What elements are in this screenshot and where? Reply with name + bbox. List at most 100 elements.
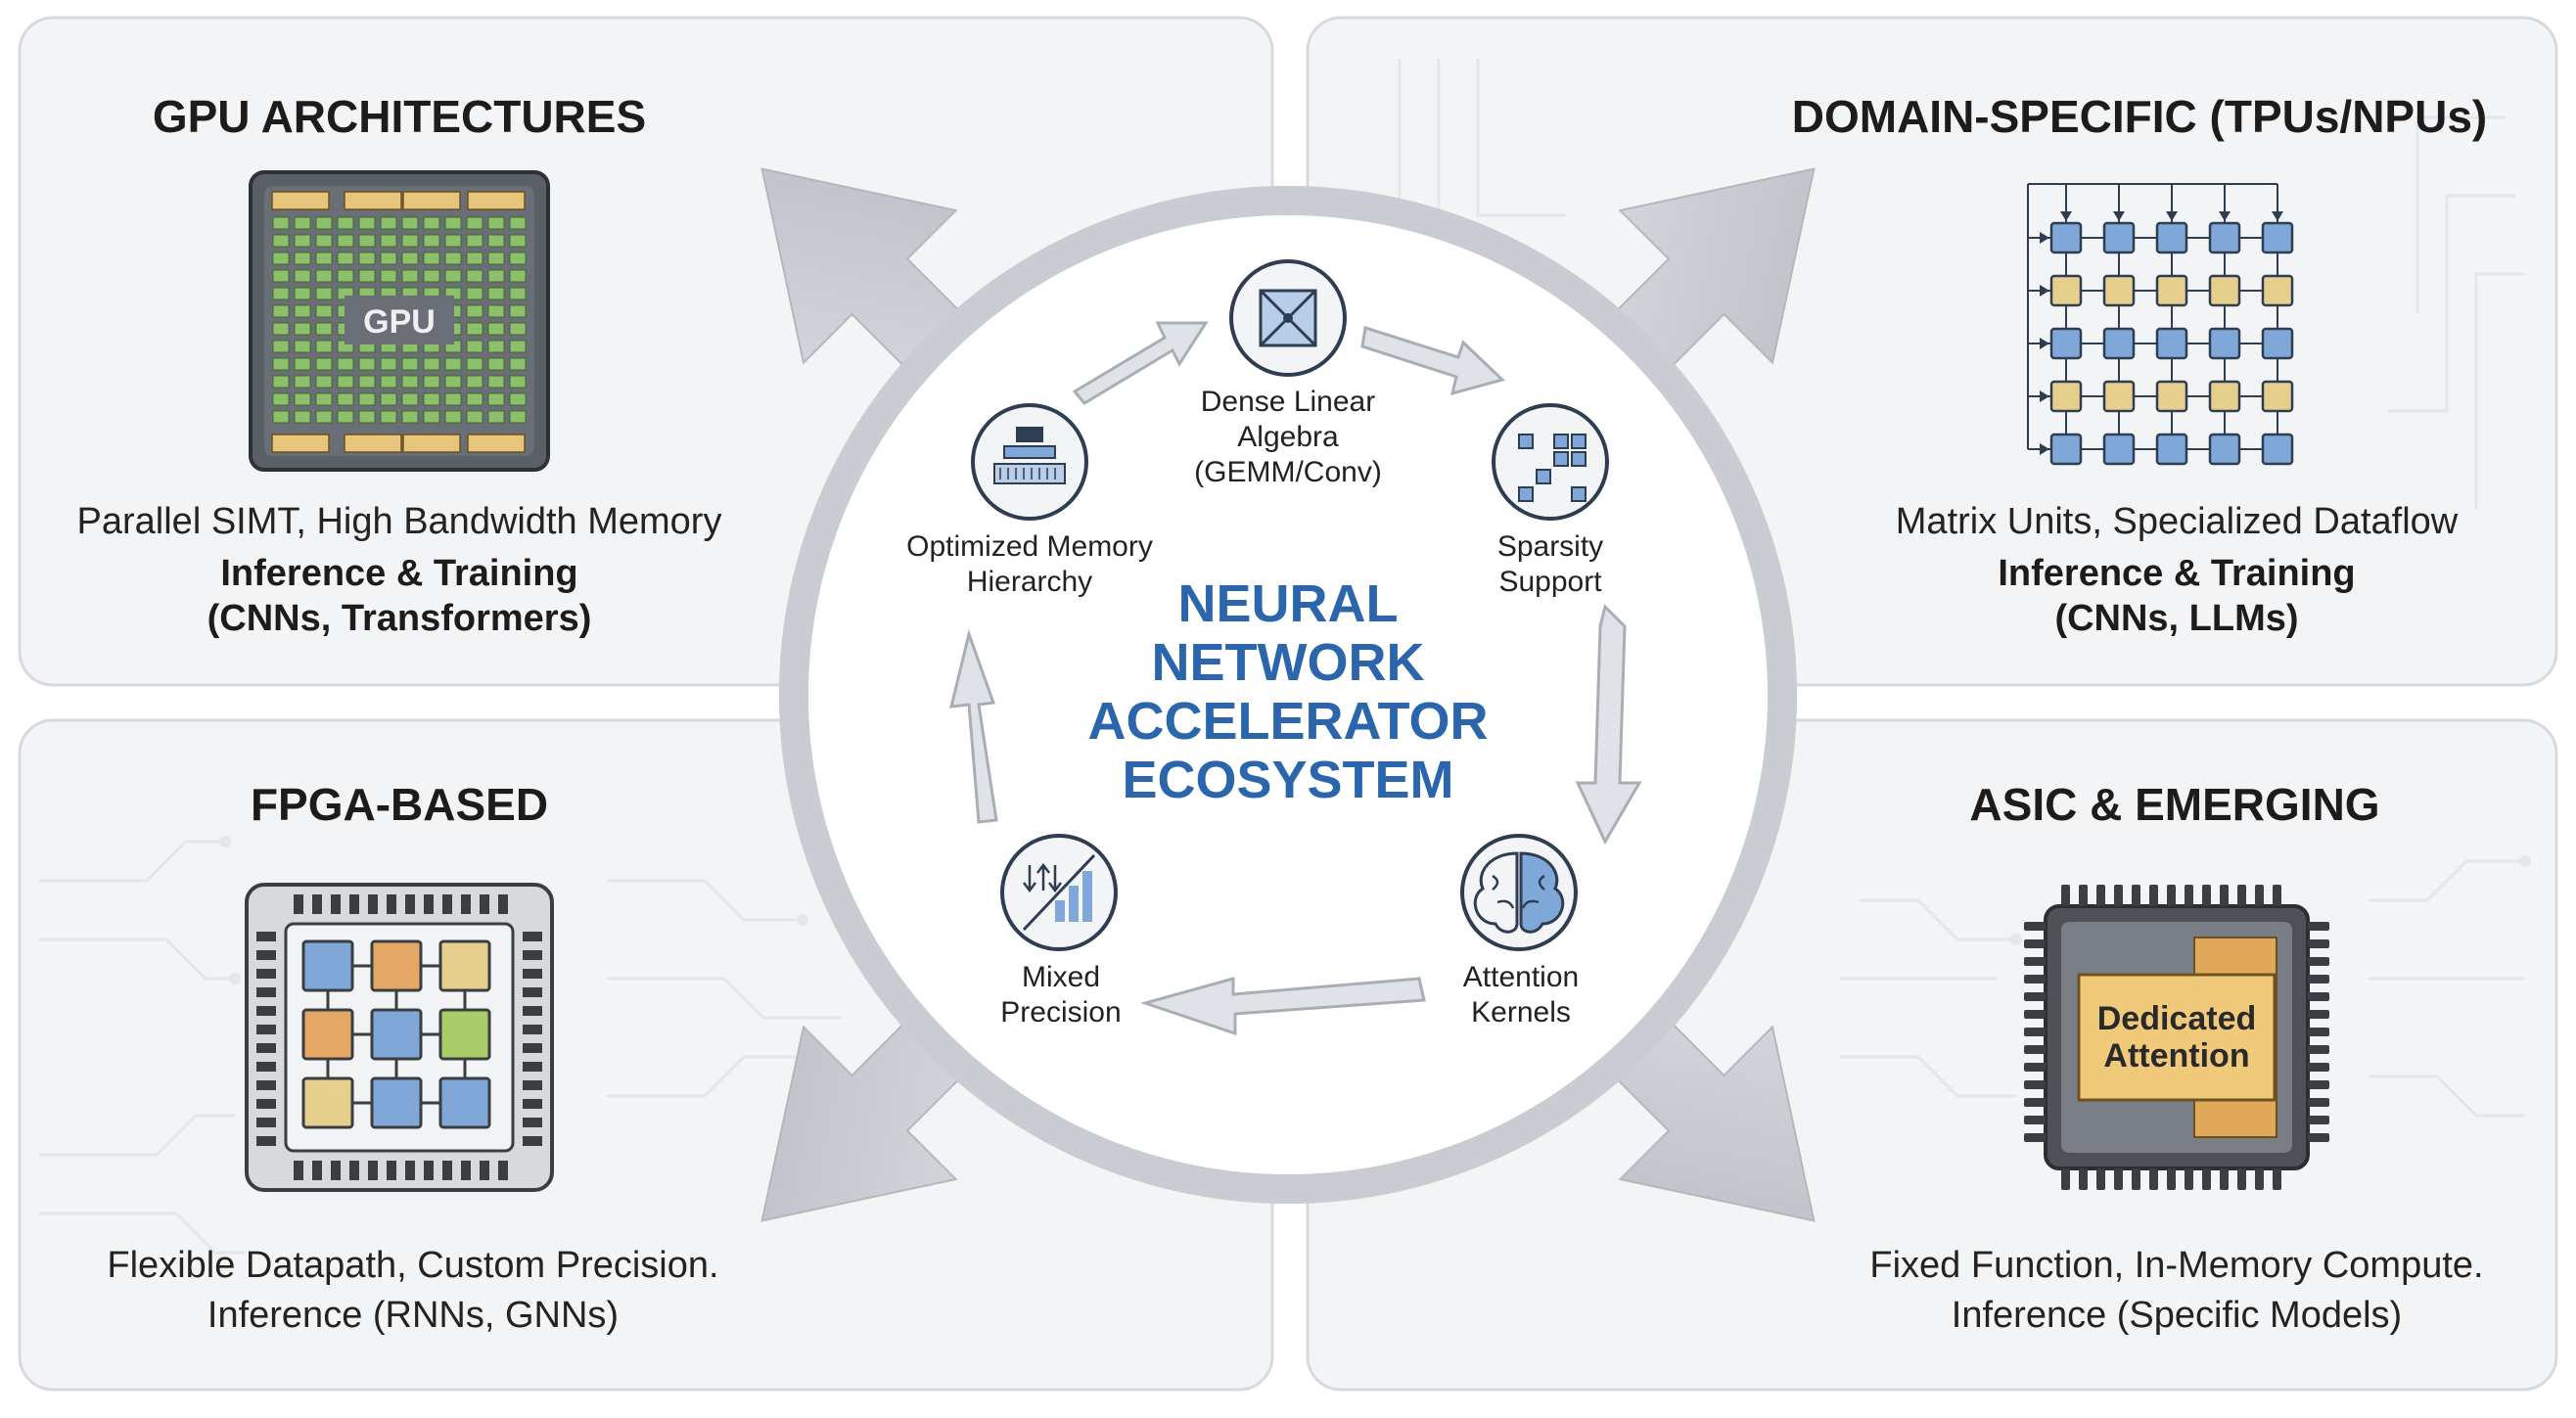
gpu-core	[444, 234, 462, 248]
gpu-core	[487, 357, 505, 371]
gpu-core	[272, 322, 290, 336]
memory-stack-icon	[971, 403, 1088, 521]
gpu-core	[358, 234, 376, 248]
gpu-core	[509, 322, 527, 336]
gpu-core	[272, 392, 290, 406]
processing-element	[2049, 274, 2083, 307]
fpga-logic-block	[438, 1008, 491, 1061]
gpu-core	[466, 269, 483, 283]
processing-element	[2261, 327, 2294, 360]
gpu-core	[487, 234, 505, 248]
cycle-arrow-mixed-to-memory	[949, 628, 998, 824]
gpu-core	[444, 216, 462, 230]
attention-kernels-label-1: Attention	[1463, 961, 1579, 993]
mixed-precision-label-1: Mixed	[1022, 961, 1100, 993]
sparsity-support-label-2: Support	[1498, 566, 1602, 598]
processing-element	[2208, 327, 2241, 360]
gpu-core	[315, 287, 333, 300]
processing-element	[2155, 433, 2188, 466]
gpu-core	[423, 410, 440, 424]
gpu-core	[294, 216, 311, 230]
gpu-core	[358, 357, 376, 371]
cycle-arrows	[949, 321, 1642, 1036]
processing-element	[2049, 221, 2083, 254]
gpu-core	[466, 216, 483, 230]
gpu-core	[487, 410, 505, 424]
gpu-core	[272, 252, 290, 265]
mixed-precision-label-2: Precision	[1000, 996, 1121, 1029]
gpu-core	[337, 392, 354, 406]
gpu-core	[466, 410, 483, 424]
gpu-core	[315, 375, 333, 389]
gpu-core	[294, 287, 311, 300]
gpu-core	[487, 375, 505, 389]
gpu-core	[337, 410, 354, 424]
gpu-core	[380, 269, 397, 283]
fpga-chip-icon	[245, 883, 554, 1192]
fpga-logic-block	[438, 1076, 491, 1129]
sparsity-support-node	[1492, 403, 1609, 521]
fpga-logic-block	[301, 939, 354, 992]
gpu-core	[509, 304, 527, 318]
gpu-core	[272, 357, 290, 371]
gpu-core	[337, 375, 354, 389]
processing-element	[2102, 327, 2136, 360]
asic-chip-label-line-2: Attention	[2103, 1037, 2249, 1075]
gpu-core	[315, 252, 333, 265]
gpu-core	[487, 304, 505, 318]
gpu-core	[487, 392, 505, 406]
gpu-core	[444, 357, 462, 371]
sparsity-support-label-1: Sparsity	[1497, 530, 1603, 563]
optimized-memory-hierarchy-node	[971, 403, 1088, 521]
optimized-memory-hierarchy-label-1: Optimized Memory	[906, 530, 1153, 563]
gpu-core	[358, 410, 376, 424]
gpu-core	[294, 375, 311, 389]
gpu-core	[380, 216, 397, 230]
gpu-core	[444, 392, 462, 406]
center-title-line-1: NEURAL	[1178, 574, 1399, 633]
processing-element	[2155, 327, 2188, 360]
gpu-core	[423, 216, 440, 230]
center-title-line-4: ECOSYSTEM	[1122, 751, 1453, 809]
gpu-core	[444, 269, 462, 283]
gpu-memory-stack	[467, 191, 526, 210]
gpu-core	[294, 322, 311, 336]
gpu-memory-stack	[344, 434, 402, 453]
gpu-core	[315, 322, 333, 336]
gpu-core	[401, 410, 419, 424]
gpu-core	[358, 375, 376, 389]
gpu-core	[315, 304, 333, 318]
processing-element	[2208, 274, 2241, 307]
processing-element	[2155, 274, 2188, 307]
gpu-core	[380, 410, 397, 424]
processing-element	[2049, 380, 2083, 413]
processing-element	[2102, 380, 2136, 413]
cycle-arrow-sparsity-to-attention	[1575, 604, 1642, 846]
gpu-core	[466, 357, 483, 371]
gpu-core	[315, 269, 333, 283]
gpu-core	[315, 410, 333, 424]
dense-linear-algebra-label-1: Dense Linear	[1201, 386, 1375, 418]
gpu-core	[294, 252, 311, 265]
gpu-core	[509, 216, 527, 230]
processing-element	[2102, 221, 2136, 254]
gpu-core	[487, 340, 505, 353]
dense-linear-algebra-node	[1229, 259, 1347, 377]
gpu-core	[272, 234, 290, 248]
gpu-core	[487, 322, 505, 336]
gpu-chip-icon	[249, 170, 550, 472]
processing-element	[2102, 433, 2136, 466]
gpu-core	[466, 252, 483, 265]
gpu-core	[509, 252, 527, 265]
gpu-core	[272, 287, 290, 300]
fpga-logic-block	[301, 1076, 354, 1129]
gpu-core	[401, 375, 419, 389]
gpu-core	[337, 269, 354, 283]
mixed-precision-node	[1000, 834, 1118, 951]
gpu-core	[423, 252, 440, 265]
gpu-core	[272, 340, 290, 353]
gpu-core	[401, 269, 419, 283]
gpu-core	[466, 287, 483, 300]
gpu-core	[315, 392, 333, 406]
gpu-core	[294, 340, 311, 353]
